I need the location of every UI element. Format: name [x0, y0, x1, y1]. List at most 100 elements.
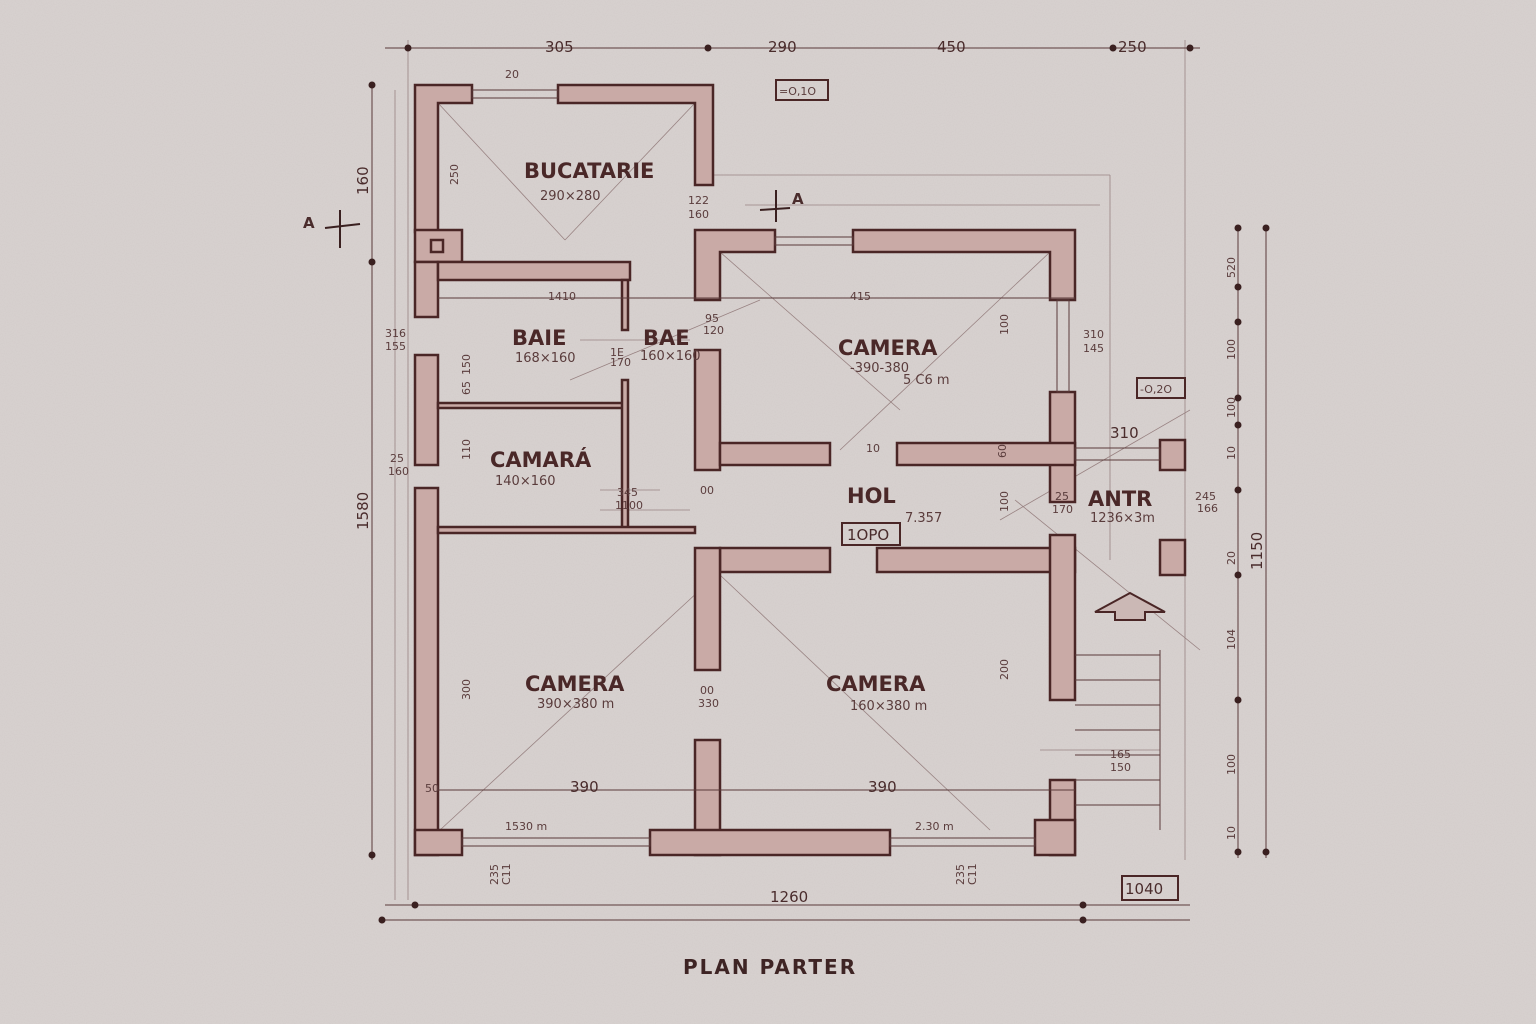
- dim-sill: C11: [500, 863, 513, 885]
- room-area-camera-top: 5 C6 m: [903, 373, 950, 388]
- dim-kitchen-height: 250: [448, 164, 461, 185]
- dim-antr-door: 170: [1052, 503, 1073, 516]
- dim-lower-right-height: 200: [998, 659, 1011, 680]
- dim-stair: 165: [1110, 748, 1131, 761]
- dim-wall: 50: [425, 782, 439, 795]
- dim-sill: C11: [966, 863, 979, 885]
- entrance-stairs: [1075, 650, 1161, 830]
- room-label-bucatarie: BUCATARIE: [524, 159, 654, 183]
- dim-room-width: 390: [570, 778, 599, 796]
- level-bottom: 1040: [1125, 880, 1163, 898]
- dim-top-1: 305: [545, 38, 574, 56]
- dim-bottom-window: 1530 m: [505, 820, 547, 833]
- dim-right-seg: 104: [1225, 629, 1238, 650]
- dim-door-baie: 170: [610, 356, 631, 369]
- dim-top-4: 250: [1118, 38, 1147, 56]
- room-label-baie: BAIE: [512, 326, 566, 350]
- level-box-bottom: [1121, 875, 1179, 901]
- dim-door-baie: 1E: [610, 346, 624, 359]
- dim-right-seg: 520: [1225, 257, 1238, 278]
- dim-wall: 65: [460, 381, 473, 395]
- room-label-antr: ANTR: [1088, 487, 1152, 511]
- dim-window-left: 155: [385, 340, 406, 353]
- dim-window-left: 316: [385, 327, 406, 340]
- dim-door-camara: 345: [617, 486, 638, 499]
- dim-hol-door: 10: [866, 442, 880, 455]
- dim-wall: 60: [996, 444, 1009, 458]
- dim-door-kitchen: 160: [688, 208, 709, 221]
- section-mark-right: A: [792, 190, 804, 208]
- construction-lines: [394, 40, 1201, 900]
- dim-right-seg: 100: [1225, 339, 1238, 360]
- dim-right-seg: 100: [1225, 754, 1238, 775]
- room-size-camara: 140×160: [495, 474, 556, 489]
- dimension-labels: 305 290 450 250 1260 1580 160 1150 520 1…: [354, 38, 1266, 906]
- dim-camera-width: 415: [850, 290, 871, 303]
- dim-window-right: 145: [1083, 342, 1104, 355]
- room-size-antr: 1236×3m: [1090, 511, 1155, 526]
- room-size-camera-top: -390-380: [850, 361, 909, 376]
- dim-right-seg: 20: [1225, 551, 1238, 565]
- room-size-camera-right: 160×380 m: [850, 699, 927, 714]
- level-box-top: [775, 79, 829, 101]
- dim-hol-door: 100: [998, 491, 1011, 512]
- dim-right-seg: 10: [1225, 446, 1238, 460]
- dim-baie-height: 150: [460, 354, 473, 375]
- dim-baie-width: 1410: [548, 290, 576, 303]
- dim-left-total: 1580: [354, 492, 372, 530]
- room-size-bae: 160×160: [640, 349, 701, 364]
- dim-right-seg: 10: [1225, 826, 1238, 840]
- dimension-ticks: [368, 44, 1270, 924]
- dim-kitchen-window: 20: [505, 68, 519, 81]
- dim-window-right: 310: [1083, 328, 1104, 341]
- section-mark-icon: [324, 190, 791, 248]
- dim-sill: 235: [488, 864, 501, 885]
- level-hol: 1OPO: [847, 526, 889, 544]
- entrance-arrow-icon: [1094, 591, 1166, 621]
- dim-door-lower: 330: [698, 697, 719, 710]
- level-box-right: [1136, 377, 1186, 399]
- dim-right-seg: 100: [1225, 397, 1238, 418]
- dim-lower-height: 300: [460, 679, 473, 700]
- dim-window-left: 160: [388, 465, 409, 478]
- dim-door-camara: 1100: [615, 499, 643, 512]
- dim-right-total: 1150: [1248, 532, 1266, 570]
- dim-antr-door: 25: [1055, 490, 1069, 503]
- dim-door-hol: 00: [700, 484, 714, 497]
- dim-camera-height: 100: [998, 314, 1011, 335]
- dim-room-width: 390: [868, 778, 897, 796]
- dim-door-kitchen: 122: [688, 194, 709, 207]
- dim-sill: 235: [954, 864, 967, 885]
- dim-antr-right: 245: [1195, 490, 1216, 503]
- dim-bottom-total: 1260: [770, 888, 808, 906]
- dim-antr-width: 310: [1110, 424, 1139, 442]
- dim-top-3: 450: [937, 38, 966, 56]
- room-label-camara: CAMARÁ: [490, 447, 592, 472]
- level-top: =O,1O: [779, 85, 816, 98]
- dim-window-left: 25: [390, 452, 404, 465]
- room-label-bae: BAE: [643, 326, 690, 350]
- room-size-hol: 7.357: [905, 511, 942, 526]
- drawing-title: PLAN PARTER: [683, 955, 857, 979]
- dim-door-lower: 00: [700, 684, 714, 697]
- level-right: -O,2O: [1140, 383, 1172, 396]
- dim-top-2: 290: [768, 38, 797, 56]
- room-label-camera-top: CAMERA: [838, 336, 938, 360]
- room-label-camera-right: CAMERA: [826, 672, 926, 696]
- section-mark-left: A: [303, 214, 315, 232]
- room-label-camera-left: CAMERA: [525, 672, 625, 696]
- dim-door-bae: 95: [705, 312, 719, 325]
- dim-door-bae: 120: [703, 324, 724, 337]
- dimension-lines: [371, 47, 1267, 921]
- dim-antr-right: 166: [1197, 502, 1218, 515]
- dim-stair: 150: [1110, 761, 1131, 774]
- room-size-baie: 168×160: [515, 351, 576, 366]
- walls: [413, 83, 1187, 857]
- dim-bottom-window: 2.30 m: [915, 820, 954, 833]
- dim-camara-height: 110: [460, 439, 473, 460]
- room-size-camera-left: 390×380 m: [537, 697, 614, 712]
- level-box-hol: [841, 522, 901, 546]
- dim-left-upper: 160: [354, 166, 372, 195]
